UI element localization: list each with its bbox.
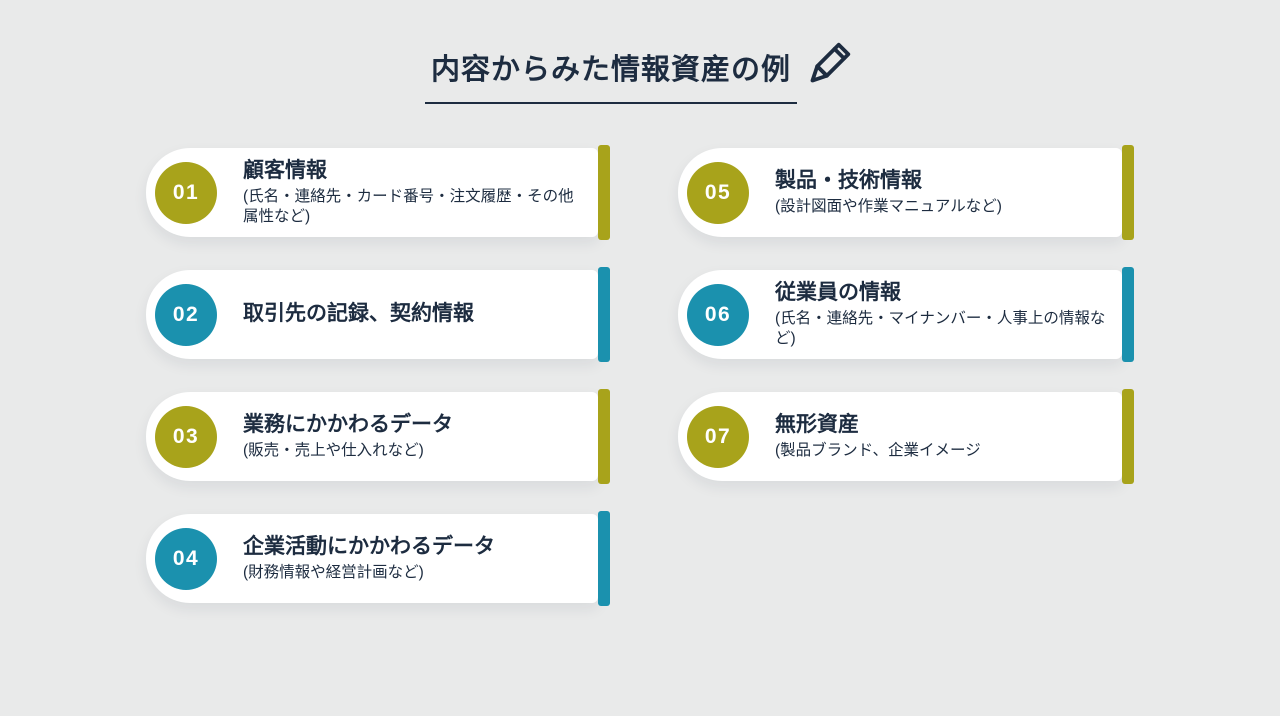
header: 内容からみた情報資産の例 xyxy=(0,42,1280,104)
list-item: 05 製品・技術情報 (設計図面や作業マニュアルなど) xyxy=(678,145,1134,240)
item-text: 顧客情報 (氏名・連絡先・カード番号・注文履歴・その他属性など) xyxy=(243,158,610,228)
item-number-badge: 07 xyxy=(687,405,749,468)
list-item: 03 業務にかかわるデータ (販売・売上や仕入れなど) xyxy=(146,389,610,484)
item-title: 企業活動にかかわるデータ xyxy=(243,534,495,558)
item-text: 企業活動にかかわるデータ (財務情報や経営計画など) xyxy=(243,534,523,583)
item-text: 従業員の情報 (氏名・連絡先・マイナンバー・人事上の情報など) xyxy=(775,280,1134,350)
pencil-icon xyxy=(810,42,851,83)
card-inner: 06 従業員の情報 (氏名・連絡先・マイナンバー・人事上の情報など) xyxy=(678,270,1134,359)
accent-bar xyxy=(1122,267,1134,362)
item-number: 04 xyxy=(172,546,200,570)
card-inner: 07 無形資産 (製品ブランド、企業イメージ xyxy=(678,392,1134,481)
item-subtitle: (氏名・連絡先・マイナンバー・人事上の情報など) xyxy=(775,309,1106,348)
item-number: 07 xyxy=(704,424,732,448)
item-title: 業務にかかわるデータ xyxy=(243,412,453,436)
card-background xyxy=(146,270,598,359)
card-background xyxy=(146,514,598,603)
item-number: 01 xyxy=(172,180,200,204)
accent-bar xyxy=(598,511,610,606)
card-inner: 05 製品・技術情報 (設計図面や作業マニュアルなど) xyxy=(678,148,1134,237)
item-number-badge: 04 xyxy=(155,527,217,590)
item-number-badge: 03 xyxy=(155,405,217,468)
accent-bar xyxy=(1122,145,1134,240)
list-item: 01 顧客情報 (氏名・連絡先・カード番号・注文履歴・その他属性など) xyxy=(146,145,610,240)
list-item: 06 従業員の情報 (氏名・連絡先・マイナンバー・人事上の情報など) xyxy=(678,267,1134,362)
item-title: 無形資産 xyxy=(775,412,859,436)
title-wrap: 内容からみた情報資産の例 xyxy=(424,42,855,104)
item-number-badge: 06 xyxy=(687,283,749,346)
item-number: 03 xyxy=(172,424,200,448)
item-text: 無形資産 (製品ブランド、企業イメージ xyxy=(775,412,1009,461)
item-text: 業務にかかわるデータ (販売・売上や仕入れなど) xyxy=(243,412,481,461)
card-background xyxy=(146,148,598,237)
left-column: 01 顧客情報 (氏名・連絡先・カード番号・注文履歴・その他属性など) 02 取… xyxy=(146,145,610,606)
item-text: 製品・技術情報 (設計図面や作業マニュアルなど) xyxy=(775,168,1030,217)
list-item: 04 企業活動にかかわるデータ (財務情報や経営計画など) xyxy=(146,511,610,606)
list-item: 07 無形資産 (製品ブランド、企業イメージ xyxy=(678,389,1134,484)
item-number: 06 xyxy=(704,302,732,326)
item-number-badge: 05 xyxy=(687,161,749,224)
accent-bar xyxy=(598,389,610,484)
item-number-badge: 02 xyxy=(155,283,217,346)
card-background xyxy=(146,392,598,481)
card-background xyxy=(678,270,1122,359)
item-number: 02 xyxy=(172,302,200,326)
item-subtitle: (製品ブランド、企業イメージ xyxy=(775,442,981,460)
accent-bar xyxy=(598,145,610,240)
card-inner: 02 取引先の記録、契約情報 xyxy=(146,270,610,359)
item-title: 製品・技術情報 xyxy=(775,168,922,192)
list-item: 02 取引先の記録、契約情報 xyxy=(146,267,610,362)
card-background xyxy=(678,392,1122,481)
page-title: 内容からみた情報資産の例 xyxy=(424,46,797,104)
right-column: 05 製品・技術情報 (設計図面や作業マニュアルなど) 06 従業員の情報 (氏… xyxy=(678,145,1134,603)
accent-bar xyxy=(1122,389,1134,484)
item-subtitle: (財務情報や経営計画など) xyxy=(243,564,424,582)
card-inner: 01 顧客情報 (氏名・連絡先・カード番号・注文履歴・その他属性など) xyxy=(146,148,610,237)
item-subtitle: (販売・売上や仕入れなど) xyxy=(243,442,424,460)
item-title: 顧客情報 xyxy=(243,158,327,182)
card-inner: 04 企業活動にかかわるデータ (財務情報や経営計画など) xyxy=(146,514,610,603)
item-subtitle: (氏名・連絡先・カード番号・注文履歴・その他属性など) xyxy=(243,187,574,226)
item-title: 取引先の記録、契約情報 xyxy=(243,302,474,326)
accent-bar xyxy=(598,267,610,362)
card-background xyxy=(678,148,1122,237)
item-title: 従業員の情報 xyxy=(775,280,901,304)
items-grid: 01 顧客情報 (氏名・連絡先・カード番号・注文履歴・その他属性など) 02 取… xyxy=(0,145,1280,606)
card-inner: 03 業務にかかわるデータ (販売・売上や仕入れなど) xyxy=(146,392,610,481)
item-number: 05 xyxy=(704,180,732,204)
item-number-badge: 01 xyxy=(155,161,217,224)
item-text: 取引先の記録、契約情報 xyxy=(243,301,502,327)
item-subtitle: (設計図面や作業マニュアルなど) xyxy=(775,198,1002,216)
